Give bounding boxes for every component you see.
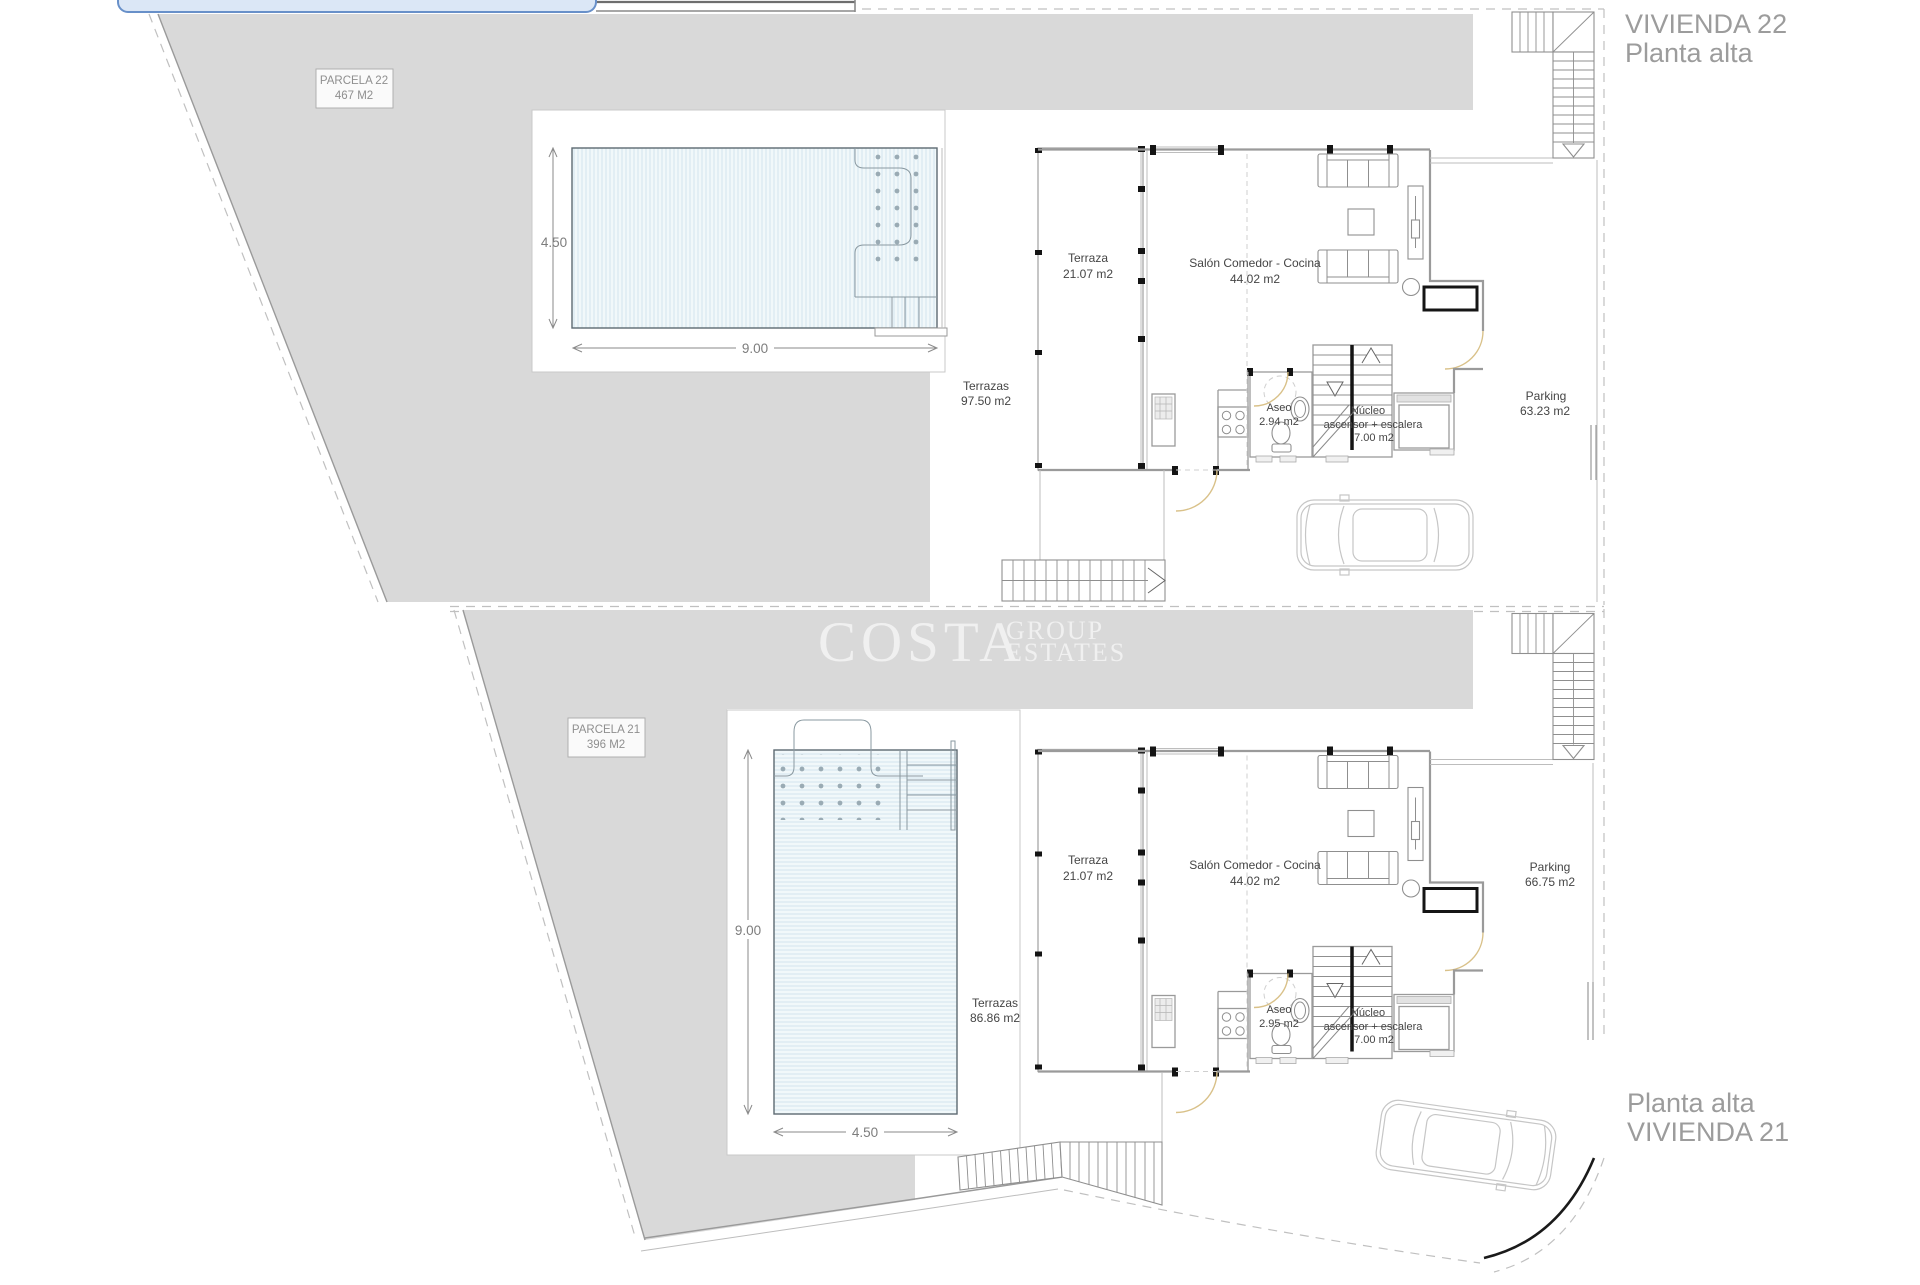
watermark-group: GROUP (1006, 616, 1104, 645)
title-planta-alta-21: Planta alta (1627, 1088, 1756, 1118)
nucleo-sub: ascensor + escalera (1324, 1021, 1424, 1033)
aseo-area: 2.94 m2 (1259, 416, 1299, 428)
pool-21-dimensions: 9.00 4.50 (729, 748, 959, 1141)
plan-vivienda-22: PARCELA 22 467 M2 4.50 9.00 (117, 0, 1787, 605)
terrazas-label: Terrazas (972, 996, 1018, 1010)
terrazas-area: 97.50 m2 (961, 394, 1011, 408)
terraza-label: Terraza (1068, 251, 1108, 265)
watermark: COSTA GROUP ESTATES (818, 611, 1126, 674)
plan-vivienda-21: COSTA GROUP ESTATES PARCELA 21 396 M2 9.… (453, 609, 1789, 1273)
parcel-21-label-box (567, 717, 646, 758)
salon-label: Salón Comedor - Cocina (1189, 256, 1321, 270)
parcel-21-title: PARCELA 21 (572, 724, 640, 736)
labels-22: Terraza 21.07 m2 Salón Comedor - Cocina … (961, 251, 1570, 444)
parking-label: Parking (1530, 860, 1571, 874)
aseo-label: Aseo (1266, 1004, 1291, 1016)
pool-22 (531, 109, 948, 373)
nucleo-label: Núcleo (1351, 405, 1385, 417)
title-planta-alta-22: Planta alta (1625, 38, 1754, 68)
terraza-label: Terraza (1068, 853, 1108, 867)
pool-21 (726, 709, 1021, 1156)
stair-terrace-21 (957, 1141, 1163, 1206)
parking-area: 66.75 m2 (1525, 875, 1575, 889)
parcel-22-land (158, 14, 1473, 602)
nucleo-label: Núcleo (1351, 1007, 1385, 1019)
title-vivienda-21: VIVIENDA 21 (1627, 1117, 1789, 1147)
nucleo-area: 7.00 m2 (1354, 432, 1394, 444)
aseo-area: 2.95 m2 (1259, 1018, 1299, 1030)
driveway-arc (1483, 1157, 1596, 1260)
watermark-costa: COSTA (818, 611, 1025, 674)
parcel-22-title: PARCELA 22 (320, 75, 388, 87)
nucleo-area: 7.00 m2 (1354, 1034, 1394, 1046)
terraza-area: 21.07 m2 (1063, 267, 1113, 281)
parcel-21-area: 396 M2 (587, 739, 625, 751)
parking-label: Parking (1526, 389, 1567, 403)
pool-21-height: 9.00 (735, 923, 761, 938)
road-strip (117, 0, 597, 13)
terraza-area: 21.07 m2 (1063, 869, 1113, 883)
aseo-label: Aseo (1266, 402, 1291, 414)
title-vivienda-22: VIVIENDA 22 (1625, 9, 1787, 39)
nucleo-sub: ascensor + escalera (1324, 419, 1424, 431)
salon-area: 44.02 m2 (1230, 874, 1280, 888)
terrazas-label: Terrazas (963, 379, 1009, 393)
parcel-22-label-box (315, 68, 394, 109)
salon-label: Salón Comedor - Cocina (1189, 858, 1321, 872)
pool-21-width: 4.50 (852, 1125, 878, 1140)
terrazas-area: 86.86 m2 (970, 1011, 1020, 1025)
parcel-22-area: 467 M2 (335, 90, 373, 102)
pool-22-width: 9.00 (742, 341, 768, 356)
parking-area: 63.23 m2 (1520, 404, 1570, 418)
stair-terrace-22 (1001, 559, 1166, 602)
labels-21: Terraza 21.07 m2 Salón Comedor - Cocina … (970, 853, 1575, 1046)
parcel-21-land (463, 610, 1473, 1240)
pool-22-dimensions: 4.50 9.00 (541, 146, 939, 357)
pool-22-height: 4.50 (541, 235, 567, 250)
watermark-estates: ESTATES (1006, 638, 1126, 667)
salon-area: 44.02 m2 (1230, 272, 1280, 286)
